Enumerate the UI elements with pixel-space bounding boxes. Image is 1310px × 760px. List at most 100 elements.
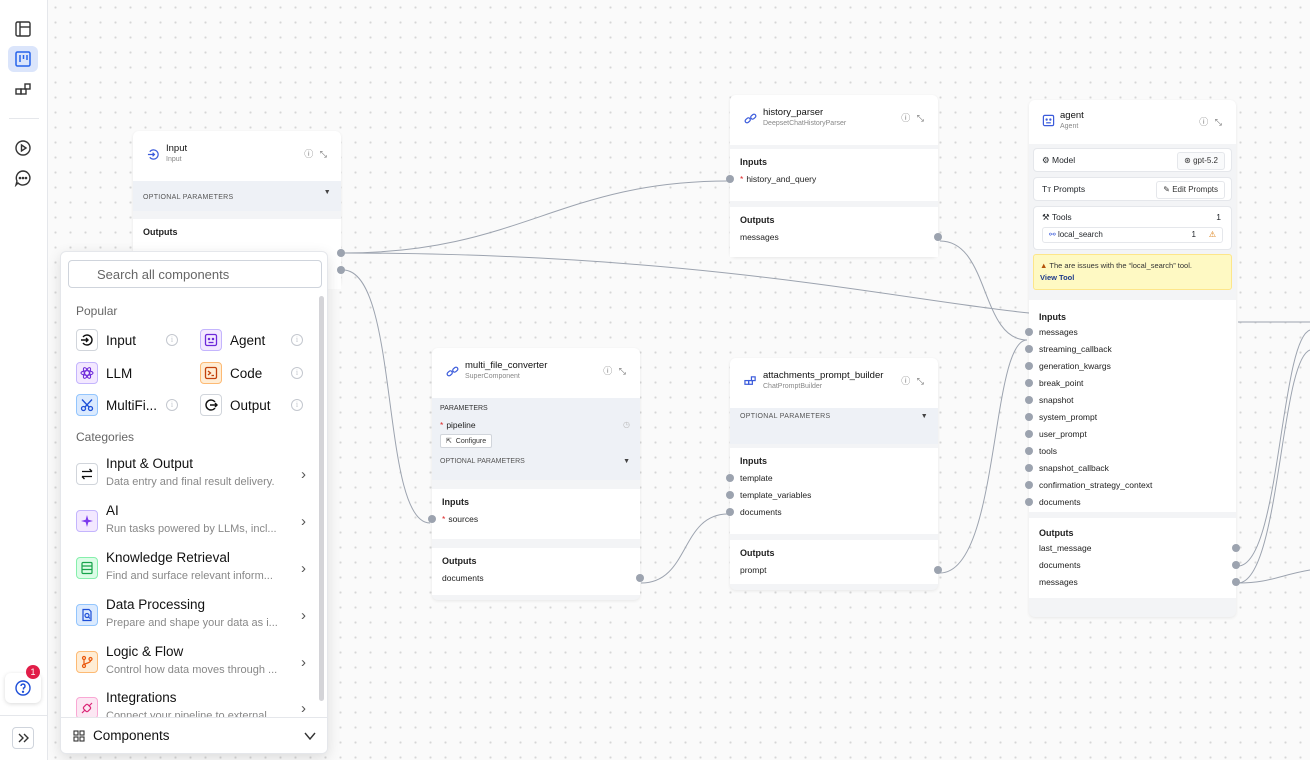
input-port[interactable] — [1025, 481, 1033, 489]
output-port[interactable] — [337, 249, 345, 257]
chevron-down-icon[interactable] — [303, 730, 317, 742]
popular-item-code[interactable]: Code — [200, 360, 262, 386]
output-item: messages — [1029, 574, 1240, 591]
input-item: snapshot — [1025, 392, 1236, 409]
node-controls[interactable]: ⓘ ⤡ — [603, 366, 628, 376]
components-icon[interactable] — [8, 77, 38, 103]
input-item: streaming_callback — [1025, 341, 1236, 358]
node-controls[interactable]: ⓘ ⤡ — [901, 376, 926, 386]
input-port[interactable] — [1025, 328, 1033, 336]
view-tool-link[interactable]: View Tool — [1040, 273, 1075, 282]
input-item: documents — [726, 504, 938, 521]
optional-parameters-toggle[interactable]: OPTIONAL PARAMETERS▼ — [730, 408, 938, 444]
node-controls[interactable]: ⓘ ⤡ — [1199, 117, 1224, 127]
input-port[interactable] — [1025, 498, 1033, 506]
input-port[interactable] — [1025, 345, 1033, 353]
node-history-parser[interactable]: history_parser DeepsetChatHistoryParser … — [726, 95, 942, 257]
input-port[interactable] — [428, 515, 436, 523]
info-icon[interactable]: i — [291, 334, 303, 346]
components-footer-label: Components — [93, 728, 170, 743]
category-ai[interactable]: AI Run tasks powered by LLMs, incl... › — [76, 503, 306, 543]
input-port[interactable] — [726, 508, 734, 516]
node-subtitle: Input — [166, 156, 182, 163]
expand-sidebar-icon[interactable] — [12, 727, 34, 749]
info-icon[interactable]: i — [166, 334, 178, 346]
output-port[interactable] — [1232, 544, 1240, 552]
warning-icon: ⚠ — [1208, 230, 1216, 239]
model-row[interactable]: ⚙ Model ⊛ gpt-5.2 — [1033, 148, 1232, 172]
layout-icon[interactable] — [8, 16, 38, 42]
configure-button[interactable]: ⇱ Configure — [440, 434, 493, 448]
output-item: messages — [730, 229, 942, 246]
popular-item-multifile[interactable]: MultiFi... — [76, 392, 157, 418]
chat-icon[interactable] — [8, 165, 38, 191]
output-port[interactable] — [1232, 561, 1240, 569]
category-input-output[interactable]: Input & Output Data entry and final resu… — [76, 456, 306, 496]
link-icon — [744, 113, 757, 124]
model-chip[interactable]: ⊛ gpt-5.2 — [1177, 152, 1225, 170]
prompts-row[interactable]: Tт Prompts ✎ Edit Prompts — [1033, 177, 1232, 201]
category-logic-flow[interactable]: Logic & Flow Control how data moves thro… — [76, 644, 306, 684]
play-circle-icon[interactable] — [8, 135, 38, 161]
input-item: template_variables — [726, 487, 938, 504]
input-port[interactable] — [1025, 464, 1033, 472]
edit-prompts-button[interactable]: ✎ Edit Prompts — [1156, 181, 1225, 199]
input-port[interactable] — [1025, 362, 1033, 370]
input-item: user_prompt — [1025, 426, 1236, 443]
input-item: snapshot_callback — [1025, 460, 1236, 477]
input-port[interactable] — [726, 491, 734, 499]
node-agent[interactable]: agent Agent ⓘ ⤡ ⚙ Model ⊛ gpt-5.2 Tт Pro… — [1025, 100, 1240, 617]
node-controls[interactable]: ⓘ ⤡ — [901, 113, 926, 123]
optional-parameters-toggle[interactable]: OPTIONAL PARAMETERS▼ — [133, 181, 341, 211]
popular-item-input[interactable]: Input — [76, 327, 136, 353]
output-item: documents — [1029, 557, 1240, 574]
tool-item[interactable]: ⚯ local_search 1 ⚠ — [1042, 227, 1223, 243]
left-rail: 1 — [0, 0, 48, 760]
agent-icon — [200, 329, 222, 351]
popular-item-output[interactable]: Output — [200, 392, 271, 418]
input-port[interactable] — [1025, 430, 1033, 438]
node-title: history_parser — [763, 107, 824, 118]
node-header: history_parser DeepsetChatHistoryParser … — [730, 95, 938, 145]
output-item: last_message — [1029, 540, 1240, 557]
node-multi-file-converter[interactable]: multi_file_converter SuperComponent ⓘ ⤡ … — [428, 348, 644, 600]
optional-parameters-toggle[interactable]: OPTIONAL PARAMETERS — [440, 458, 525, 465]
output-item: prompt — [730, 562, 942, 579]
node-header: Input Input ⓘ ⤡ — [133, 131, 341, 181]
output-port[interactable] — [934, 566, 942, 574]
info-icon[interactable]: i — [291, 399, 303, 411]
output-port[interactable] — [337, 266, 345, 274]
prompts-label: Prompts — [1053, 184, 1086, 194]
input-item: system_prompt — [1025, 409, 1236, 426]
popular-item-llm[interactable]: LLM — [76, 360, 132, 386]
outputs-section: Outputs last_message documents messages — [1029, 518, 1240, 598]
category-knowledge-retrieval[interactable]: Knowledge Retrieval Find and surface rel… — [76, 550, 306, 590]
input-port[interactable] — [1025, 379, 1033, 387]
output-port[interactable] — [1232, 578, 1240, 586]
inputs-label: Inputs — [740, 157, 767, 167]
output-port[interactable] — [636, 574, 644, 582]
search-input[interactable] — [68, 260, 322, 288]
categories-label: Categories — [76, 430, 135, 444]
parameters-label: PARAMETERS — [440, 405, 488, 412]
kanban-icon[interactable] — [8, 46, 38, 72]
input-port[interactable] — [1025, 413, 1033, 421]
outputs-section: Outputs prompt — [730, 540, 942, 584]
components-footer[interactable]: Components — [61, 717, 327, 753]
category-integrations[interactable]: Integrations Connect your pipeline to ex… — [76, 690, 306, 730]
input-port[interactable] — [1025, 396, 1033, 404]
caret-down-icon[interactable]: ▼ — [623, 458, 630, 465]
node-controls[interactable]: ⓘ ⤡ — [304, 149, 329, 159]
node-attachments-prompt-builder[interactable]: attachments_prompt_builder ChatPromptBui… — [726, 358, 942, 590]
category-data-processing[interactable]: Data Processing Prepare and shape your d… — [76, 597, 306, 637]
input-port[interactable] — [726, 175, 734, 183]
info-icon[interactable]: i — [166, 399, 178, 411]
input-port[interactable] — [1025, 447, 1033, 455]
input-port[interactable] — [726, 474, 734, 482]
info-icon[interactable]: i — [291, 367, 303, 379]
popular-item-agent[interactable]: Agent — [200, 327, 265, 353]
input-item: messages — [1025, 324, 1236, 341]
output-port[interactable] — [934, 233, 942, 241]
node-subtitle: SuperComponent — [465, 373, 520, 380]
scrollbar[interactable] — [319, 296, 324, 701]
